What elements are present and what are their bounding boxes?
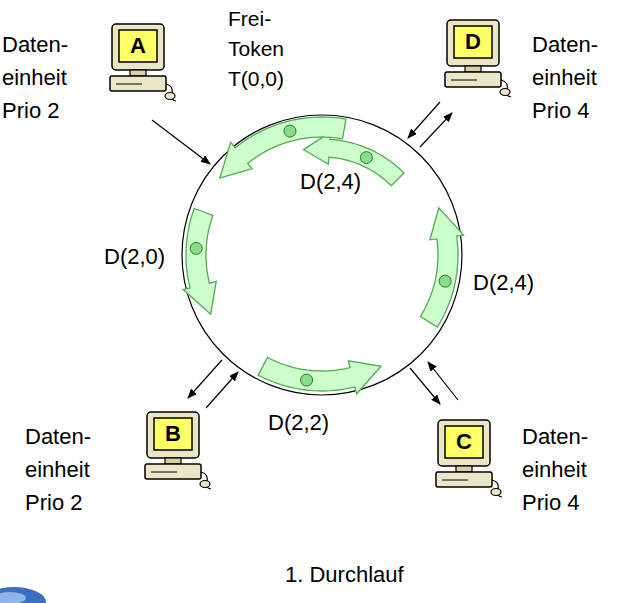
monitor-stand: [130, 70, 146, 76]
computer-base: [145, 464, 201, 479]
monitor-stand: [465, 66, 481, 72]
monitor-screen: [454, 26, 492, 58]
link-arrow: [206, 372, 238, 408]
link-arrow: [408, 102, 440, 138]
frame-dot: [301, 374, 313, 386]
frame-arrow: [220, 117, 346, 178]
frame-arrow: [420, 208, 463, 327]
logo-blob: [0, 587, 46, 603]
frame-label: D(2,4): [300, 165, 361, 198]
frame-arrow: [183, 209, 216, 315]
station-label: Daten- einheit Prio 2: [2, 28, 87, 127]
station-label: Daten- einheit Prio 2: [25, 420, 110, 519]
monitor-screen: [119, 30, 157, 62]
mouse: [491, 489, 501, 496]
station-letter: B: [154, 418, 192, 450]
logo-highlight: [0, 592, 26, 603]
station-letter: D: [454, 26, 492, 58]
mouse-cable: [166, 84, 176, 101]
frame-label: D(2,2): [268, 406, 329, 439]
frame-dot: [284, 125, 296, 137]
mouse-cable: [501, 80, 511, 97]
drive-slot: [442, 480, 468, 481]
monitor-stand: [165, 458, 181, 464]
frame-arrow: [258, 357, 381, 393]
link-arrow: [428, 362, 458, 400]
frame-label: D(2,0): [104, 240, 165, 273]
station-letter: C: [445, 426, 483, 458]
ring-line: [182, 115, 462, 395]
monitor-screen: [445, 426, 483, 458]
mouse: [200, 481, 210, 488]
frame-label: D(2,4): [473, 266, 534, 299]
monitor-case: [447, 20, 499, 66]
computer-base: [436, 472, 492, 487]
computer-station: B: [137, 410, 212, 490]
computer-base: [110, 76, 166, 91]
drive-slot: [116, 84, 142, 85]
frame-dot: [439, 275, 451, 287]
frame-arrows: [183, 117, 463, 394]
computer-station: D: [437, 18, 512, 98]
caption: 1. Durchlauf: [285, 558, 404, 591]
token-label: Frei- Token T(0,0): [228, 4, 303, 94]
station-label: Daten- einheit Prio 4: [522, 420, 610, 519]
monitor-case: [147, 412, 199, 458]
link-arrow: [188, 360, 222, 398]
computer-station: A: [102, 22, 177, 102]
station-label: Daten- einheit Prio 4: [532, 28, 620, 127]
mouse-cable: [201, 472, 211, 489]
mouse: [500, 89, 510, 96]
drive-slot: [151, 472, 177, 473]
mouse-cable: [492, 480, 502, 497]
link-arrow: [152, 120, 210, 164]
mouse: [165, 93, 175, 100]
frame-dot: [360, 152, 372, 164]
monitor-screen: [154, 418, 192, 450]
link-arrow: [420, 113, 452, 147]
monitor-stand: [456, 466, 472, 472]
computer-base: [445, 72, 501, 87]
link-arrow: [410, 368, 440, 404]
drive-slot: [451, 80, 477, 81]
computer-station: C: [428, 418, 503, 498]
station-letter: A: [119, 30, 157, 62]
monitor-case: [112, 24, 164, 70]
monitor-case: [438, 420, 490, 466]
frame-dot: [190, 242, 202, 254]
